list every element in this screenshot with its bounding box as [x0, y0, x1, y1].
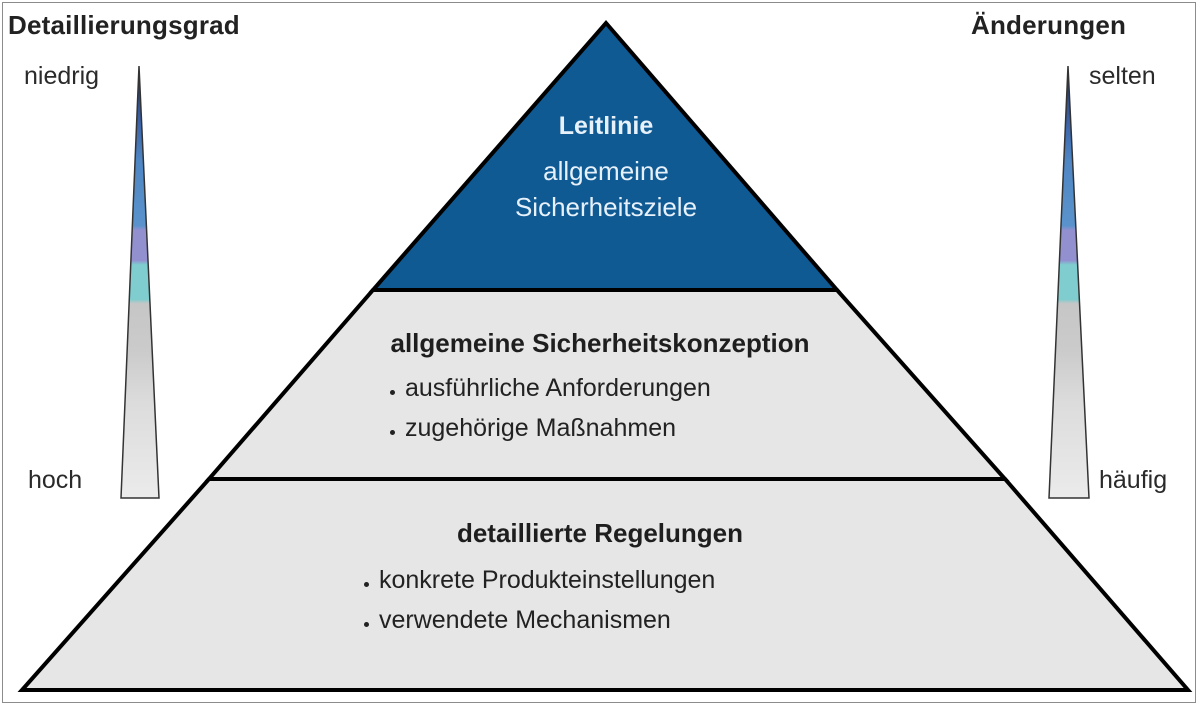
bullet-icon — [364, 581, 369, 587]
bullet-icon — [364, 621, 369, 627]
level-top-line-2: Sicherheitsziele — [514, 192, 698, 222]
pyramid-level-top — [368, 19, 842, 292]
level-bottom-heading: detaillierte Regelungen — [456, 518, 744, 548]
bullet-icon — [390, 429, 395, 435]
detail-scale-wedge — [120, 65, 160, 499]
level-bottom-bullet-2: verwendete Mechanismen — [364, 600, 715, 640]
level-bottom-text: detaillierte Regelungen — [300, 518, 900, 549]
detail-scale-low-label: niedrig — [24, 62, 100, 90]
level-middle-bullets: ausführliche Anforderungen zugehörige Ma… — [390, 368, 711, 448]
level-top-line-1: allgemeine — [543, 156, 669, 186]
level-middle-heading: allgemeine Sicherheitskonzeption — [390, 328, 810, 358]
level-middle-text: allgemeine Sicherheitskonzeption — [300, 328, 900, 359]
change-scale-wedge — [1048, 65, 1090, 499]
level-bottom-bullet-1: konkrete Produkteinstellungen — [364, 560, 715, 600]
change-scale-rare-label: selten — [1089, 62, 1156, 90]
bullet-icon — [390, 389, 395, 395]
level-top-heading: Leitlinie — [558, 112, 654, 140]
change-scale-frequent-label: häufig — [1099, 466, 1168, 494]
level-middle-bullet-1: ausführliche Anforderungen — [390, 368, 711, 408]
level-top-text: Leitlinie allgemeine Sicherheitsziele — [456, 112, 756, 225]
detail-scale-title: Detaillierungsgrad — [8, 10, 240, 40]
level-bottom-bullets: konkrete Produkteinstellungen verwendete… — [364, 560, 715, 640]
level-middle-bullet-2: zugehörige Maßnahmen — [390, 408, 711, 448]
detail-scale-high-label: hoch — [28, 466, 83, 494]
change-scale-title: Änderungen — [971, 10, 1127, 40]
